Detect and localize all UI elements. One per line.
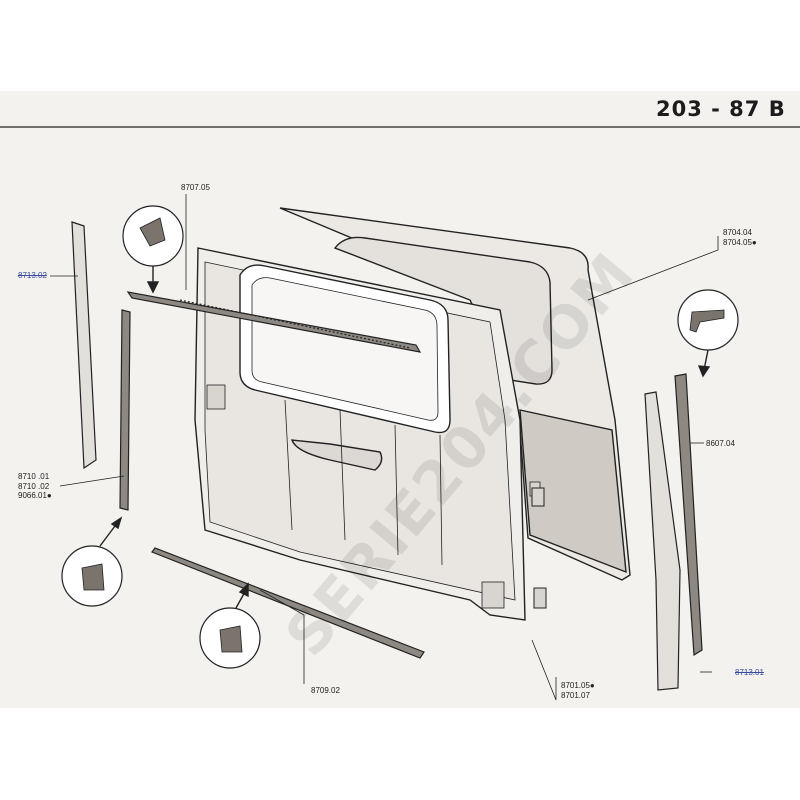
page-number: 203 - 87 B <box>656 97 786 121</box>
part-label-bottom-center: 8709.02 <box>311 686 340 695</box>
part-number: 8704.04 <box>723 228 752 237</box>
part-number: 8701.07 <box>561 690 590 700</box>
part-label-right-top: 8704.04 8704.05● <box>723 228 757 247</box>
part-label-bottom-right: 8701.05● 8701.07 <box>561 681 595 700</box>
part-number: 8701.05● <box>561 681 595 690</box>
door-inner-frame <box>194 247 541 621</box>
lower-sill-seal <box>151 547 425 659</box>
part-label-top-center: 8707.05 <box>181 183 210 192</box>
part-number: 8710 .02 <box>18 481 50 491</box>
part-number: 8704.05● <box>723 237 757 247</box>
part-number: 9066.01● <box>18 491 52 500</box>
hinges <box>531 487 547 609</box>
leader-lines <box>50 194 719 701</box>
callout-arrows <box>99 266 711 609</box>
left-pillar-seal <box>71 221 131 511</box>
part-label-left-top: 8713.02 <box>18 271 47 280</box>
upper-weatherstrip <box>126 291 422 353</box>
callout-profiles <box>81 217 725 653</box>
part-number: 8710 .01 <box>18 472 50 481</box>
right-edge-seals <box>644 373 703 691</box>
part-label-right-mid: 8607.04 <box>706 439 735 448</box>
part-label-left-mid: 8710 .01 8710 .02 9066.01● <box>18 472 52 501</box>
part-label-right-bottom: 8713.01 <box>735 668 764 677</box>
